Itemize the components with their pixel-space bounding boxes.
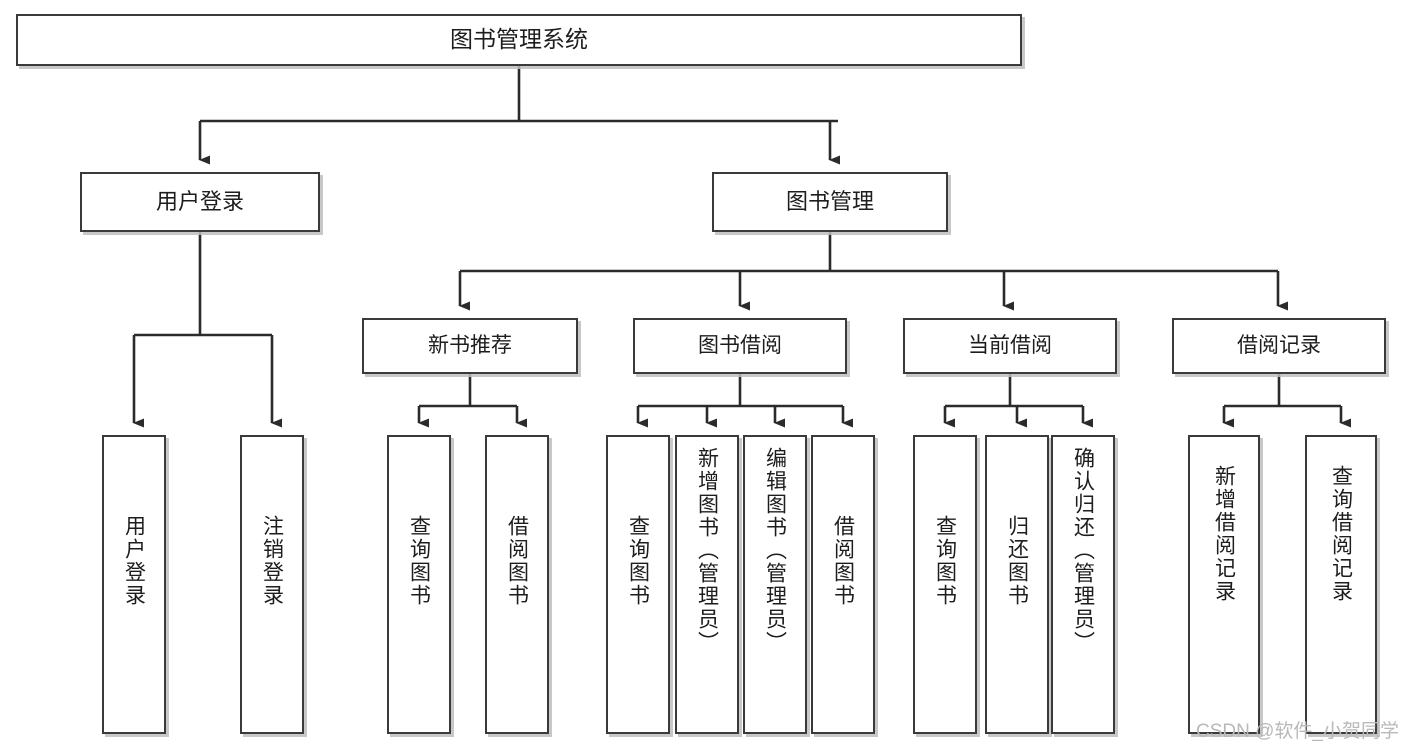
node-label: 新增图书（管理员） (695, 447, 719, 654)
node-leaf-user-login[interactable]: 用户登录 (102, 435, 166, 734)
node-label: 查询借阅记录 (1329, 465, 1353, 603)
edges-book-borrow-to-leaves (636, 374, 853, 428)
node-label: 新书推荐 (428, 333, 512, 357)
node-label: 新增借阅记录 (1212, 465, 1236, 603)
node-label: 用户登录 (122, 515, 146, 607)
node-label: 注销登录 (260, 515, 284, 607)
node-label: 归还图书 (1005, 515, 1029, 607)
node-label: 查询图书 (407, 515, 431, 607)
node-new-book-rec[interactable]: 新书推荐 (362, 318, 578, 374)
node-label: 当前借阅 (968, 333, 1052, 357)
node-leaf-cur-query-book[interactable]: 查询图书 (913, 435, 977, 734)
edges-new-book-rec-to-leaves (417, 374, 527, 428)
node-leaf-borrow-add-book[interactable]: 新增图书（管理员） (675, 435, 739, 734)
node-leaf-user-logout[interactable]: 注销登录 (240, 435, 304, 734)
edges-root-to-level2 (198, 66, 840, 165)
node-leaf-cur-return-book[interactable]: 归还图书 (985, 435, 1049, 734)
node-label: 用户登录 (155, 189, 244, 215)
node-leaf-rec-add-record[interactable]: 新增借阅记录 (1188, 435, 1260, 734)
node-leaf-borrow-lend-book[interactable]: 借阅图书 (811, 435, 875, 734)
node-label: 借阅图书 (505, 515, 529, 607)
node-user-login[interactable]: 用户登录 (80, 172, 320, 232)
node-label: 图书借阅 (698, 333, 782, 357)
node-label: 编辑图书（管理员） (763, 447, 787, 654)
node-label: 查询图书 (933, 515, 957, 607)
node-leaf-cur-confirm-return[interactable]: 确认归还（管理员） (1051, 435, 1115, 734)
node-label: 确认归还（管理员） (1071, 447, 1095, 654)
node-leaf-rec-borrow-book[interactable]: 借阅图书 (485, 435, 549, 734)
node-current-borrow[interactable]: 当前借阅 (903, 318, 1117, 374)
node-leaf-borrow-query-book[interactable]: 查询图书 (606, 435, 670, 734)
node-label: 图书管理 (785, 189, 874, 215)
node-leaf-borrow-edit-book[interactable]: 编辑图书（管理员） (743, 435, 807, 734)
edges-book-manage-to-level3 (458, 232, 1288, 311)
node-label: 查询图书 (626, 515, 650, 607)
node-label: 图书管理系统 (450, 26, 588, 53)
node-root-system[interactable]: 图书管理系统 (16, 14, 1022, 66)
node-book-borrow[interactable]: 图书借阅 (633, 318, 847, 374)
node-leaf-rec-query-record[interactable]: 查询借阅记录 (1305, 435, 1377, 734)
node-book-manage[interactable]: 图书管理 (712, 172, 948, 232)
edges-current-borrow-to-leaves (943, 374, 1093, 428)
edges-borrow-record-to-leaves (1222, 374, 1351, 428)
watermark-text: CSDN @软件_小贺同学 (1196, 721, 1399, 742)
node-borrow-record[interactable]: 借阅记录 (1172, 318, 1386, 374)
node-leaf-rec-query-book[interactable]: 查询图书 (387, 435, 451, 734)
node-label: 借阅记录 (1237, 333, 1321, 357)
edges-user-login-to-leaves (132, 232, 282, 428)
node-label: 借阅图书 (831, 515, 855, 607)
